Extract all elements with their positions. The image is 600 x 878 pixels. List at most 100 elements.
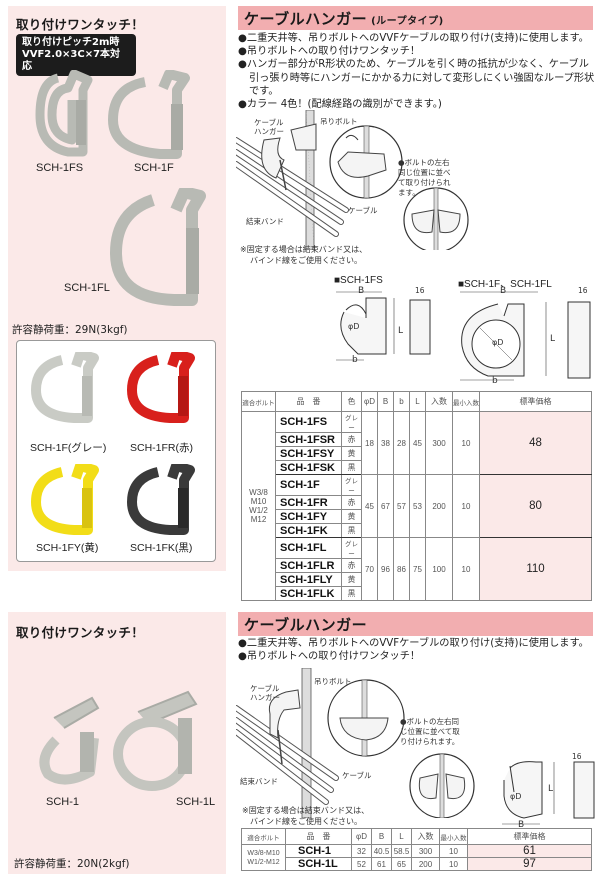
min-qty-cell: 10	[452, 537, 480, 601]
price-cell: 97	[467, 857, 592, 871]
color-cell: 黒	[341, 523, 362, 538]
table-row: W3/8-M10 W1/2-M12 SCH-1 32 40.5 58.5 300…	[241, 844, 592, 871]
caption-yellow: SCH-1FY(黄)	[36, 542, 99, 554]
col-bolt: 適合ボルト	[241, 828, 286, 845]
bullet-item: ●二重天井等、吊りボルトへのVVFケーブルの取り付け(支持)に使用します。	[238, 638, 589, 649]
L-cell: 53	[409, 474, 426, 538]
dim-fs-D: φD	[348, 322, 360, 331]
model-cell: SCH-1FSK	[275, 460, 342, 475]
bolt-w3-8: W3/8	[249, 488, 268, 497]
product-image-red	[127, 352, 195, 423]
bolt-w1-2: W1/2	[249, 506, 268, 515]
top-fix-note-2: バインド線をご使用ください。	[250, 256, 362, 265]
B-cell: 61	[371, 857, 392, 871]
bolt-cell: W3/8-M10 W1/2-M12	[241, 844, 286, 871]
dim-f-B: B	[500, 286, 507, 296]
color-cell: グレー	[341, 474, 362, 496]
bottom-installation-diagram	[236, 668, 475, 818]
top-left-title: 取り付けワンタッチ！	[16, 17, 145, 32]
label-cable: ケーブル	[348, 206, 378, 215]
dim-fs-b: b	[352, 355, 358, 365]
pitch-badge-line1: 取り付けピッチ2m時	[22, 37, 120, 48]
d-cell: 70	[361, 537, 378, 601]
model-cell: SCH-1FR	[275, 495, 342, 510]
table-row: W3/8 M10 W1/2 M12 SCH-1FS グレー 18 38 28 4…	[241, 411, 592, 601]
table-row: SCH-1L 52 61 65 200 10 97	[242, 857, 592, 871]
top-title-text: ケーブルハンガー	[244, 10, 368, 28]
model-cell: SCH-1L	[285, 857, 352, 871]
caption-gray: SCH-1F(グレー)	[30, 442, 107, 454]
model-cell: SCH-1FSR	[275, 432, 342, 447]
model-cell: SCH-1FLK	[275, 586, 342, 601]
bottom-section-header: ケーブルハンガー	[238, 612, 593, 636]
col-bolt: 適合ボルト	[241, 391, 276, 412]
b-cell: 28	[393, 411, 410, 475]
col-L: L	[409, 391, 426, 412]
col-color: 色	[341, 391, 362, 412]
bottom-fix-note-2: バインド線をご使用ください。	[250, 817, 362, 826]
label-hanging-bolt: 吊りボルト	[314, 677, 352, 686]
model-cell: SCH-1FL	[275, 537, 342, 559]
qty-cell: 300	[425, 411, 453, 475]
color-cell: 赤	[341, 432, 362, 447]
caption-sch-1l: SCH-1L	[176, 796, 216, 808]
table-row: SCH-1F グレー 45 67 57 53 200 10 80	[242, 474, 592, 538]
col-b: b	[393, 391, 410, 412]
caption-red: SCH-1FR(赤)	[130, 442, 193, 454]
col-price: 標準価格	[467, 828, 592, 845]
min-qty-cell: 10	[439, 857, 468, 871]
pitch-badge-line2: VVF2.0×3C×7本対応	[22, 49, 121, 72]
qty-cell: 200	[425, 474, 453, 538]
table-header-row: 適合ボルト 品 番 色 φD B b L 入数 最小入数 標準価格	[241, 391, 592, 412]
top-spec-table: 適合ボルト 品 番 色 φD B b L 入数 最小入数 標準価格 W3/8 M…	[241, 391, 592, 601]
bullet-item: ●吊りボルトへの取り付けワンタッチ！	[238, 651, 421, 663]
model-cell: SCH-1FLY	[275, 572, 342, 587]
side-by-side-note: ●ボルトの左右同じ位置に並べて取り付けられます。	[398, 158, 451, 197]
product-image-sch-1	[39, 696, 100, 785]
caption-sch-1fl: SCH-1FL	[64, 282, 110, 294]
b-cell: 86	[393, 537, 410, 601]
B-cell: 38	[377, 411, 394, 475]
dim-1-B: B	[518, 820, 525, 830]
price-cell: 48	[479, 411, 592, 475]
min-qty-cell: 10	[439, 844, 468, 858]
top-fix-note-1: ※固定する場合は結束バンド又は、	[240, 245, 368, 254]
bolt-m10: M10	[250, 497, 267, 506]
B-cell: 40.5	[371, 844, 392, 858]
qty-cell: 200	[411, 857, 440, 871]
L-cell: 45	[409, 411, 426, 475]
color-cell: 黄	[341, 446, 362, 461]
color-cell: 黒	[341, 460, 362, 475]
qty-cell: 100	[425, 537, 453, 601]
col-min-qty: 最小入数	[452, 391, 480, 412]
bottom-bullets: ●二重天井等、吊りボルトへのVVFケーブルの取り付け(支持)に使用します。 ●吊…	[238, 637, 596, 663]
model-cell: SCH-1FK	[275, 523, 342, 538]
label-cable: ケーブル	[342, 771, 372, 780]
B-cell: 96	[377, 537, 394, 601]
min-qty-cell: 10	[452, 411, 480, 475]
label-cable-hanger: ケーブルハンガー	[250, 684, 280, 702]
dim-1-L: L	[548, 784, 554, 794]
product-image-sch-1l	[113, 690, 198, 791]
b-cell: 57	[393, 474, 410, 538]
col-qty: 入数	[411, 828, 440, 845]
col-B: B	[371, 828, 392, 845]
caption-black: SCH-1FK(黒)	[130, 542, 193, 554]
dim-f-D: φD	[492, 338, 504, 347]
top-subtitle: (ループタイプ)	[371, 16, 444, 27]
dim-fs-16: 16	[415, 286, 425, 295]
price-cell: 80	[479, 474, 592, 538]
bolt-w1-2-m12: W1/2-M12	[247, 858, 280, 866]
col-model: 品 番	[275, 391, 342, 412]
col-B: B	[377, 391, 394, 412]
col-d: φD	[351, 828, 372, 845]
model-cell: SCH-1	[285, 844, 352, 858]
d-cell: 45	[361, 474, 378, 538]
bullet-item: ●二重天井等、吊りボルトへのVVFケーブルの取り付け(支持)に使用します。	[238, 33, 589, 44]
model-cell: SCH-1FLR	[275, 558, 342, 573]
d-cell: 18	[361, 411, 378, 475]
price-cell: 61	[467, 844, 592, 858]
